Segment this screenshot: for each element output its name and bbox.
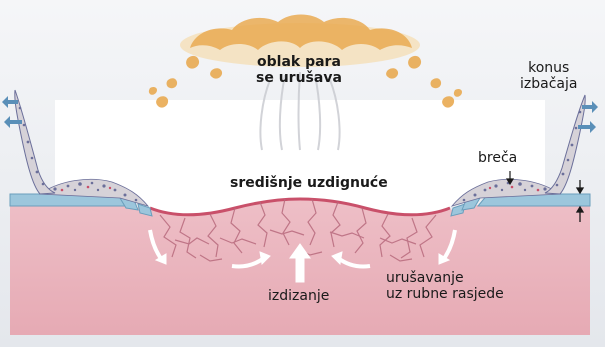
rim-faults-label-line1: urušavanje <box>386 270 504 286</box>
ejecta-cone-label-line1: konus <box>520 60 577 76</box>
ejecta-cone-label: konus izbačaja <box>520 60 577 92</box>
ejecta-cone-label-line2: izbačaja <box>520 76 577 92</box>
vapor-cloud-label-line2: se urušava <box>256 70 342 86</box>
rim-faults-label: urušavanje uz rubne rasjede <box>386 270 504 302</box>
vapor-cloud-label: oblak para se urušava <box>256 54 342 86</box>
breccia-label: breča <box>478 150 517 166</box>
rim-faults-label-line2: uz rubne rasjede <box>386 286 504 302</box>
vapor-cloud-label-line1: oblak para <box>256 54 342 70</box>
central-uplift-label: središnje uzdignuće <box>230 175 388 191</box>
uplift-label: izdizanje <box>268 288 329 304</box>
